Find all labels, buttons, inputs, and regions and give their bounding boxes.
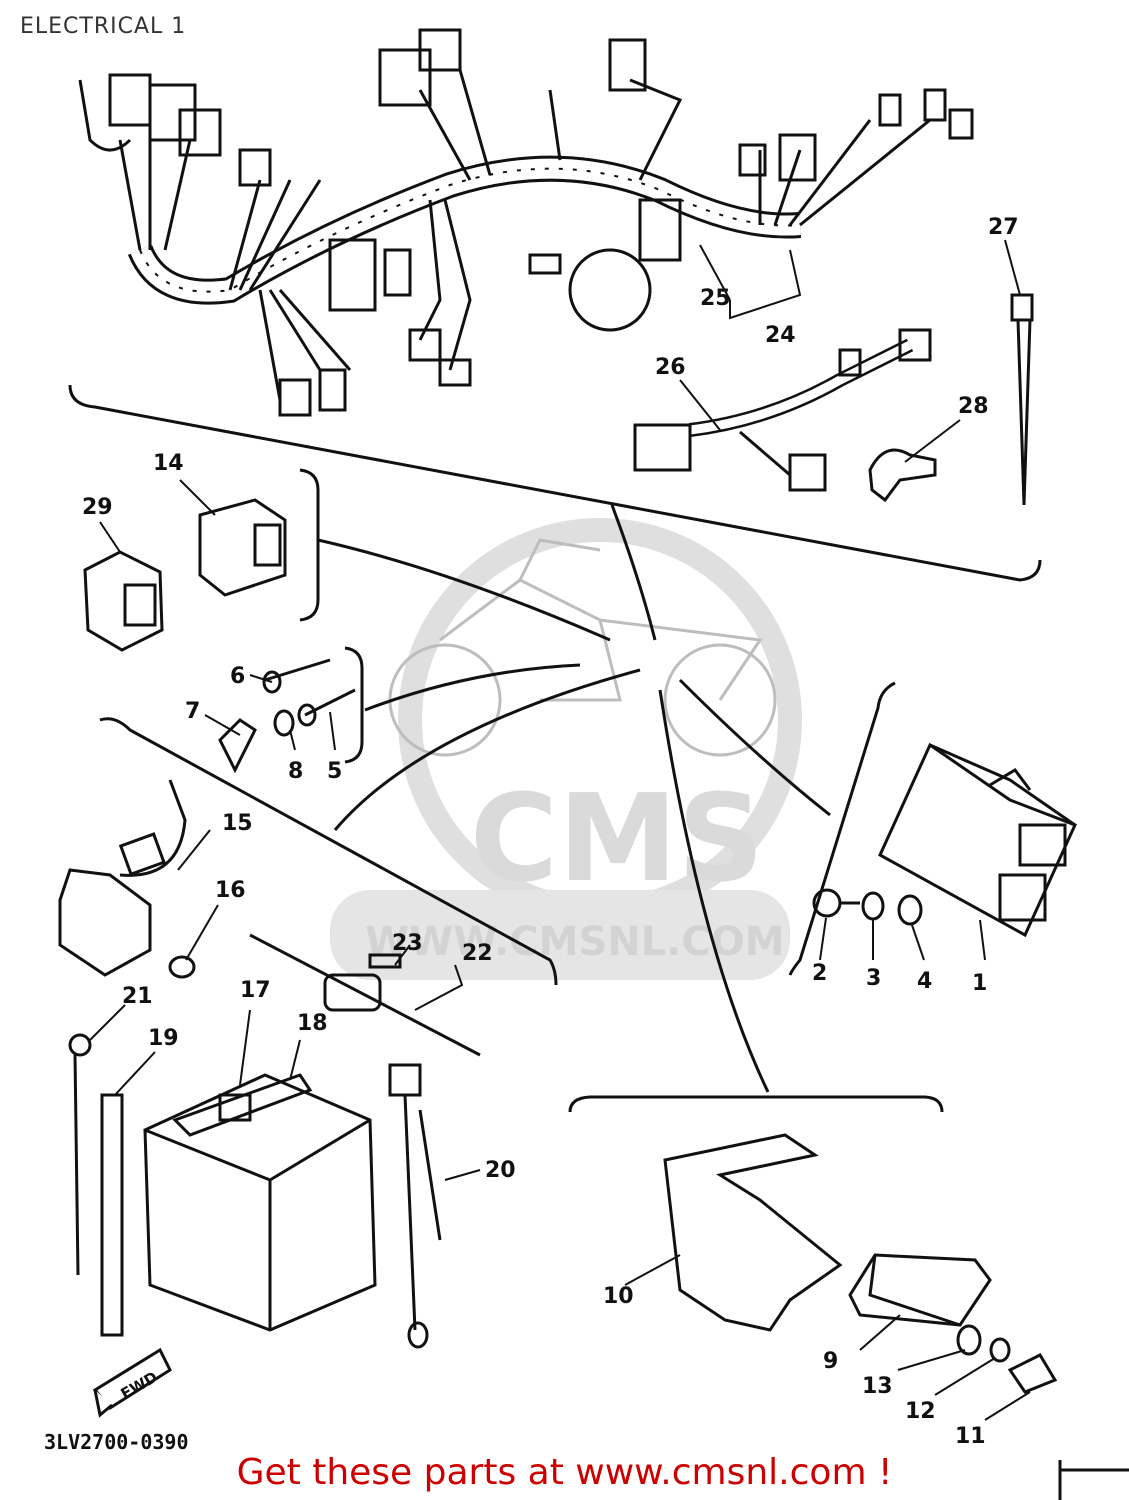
callout-labels: 1 2 3 4 5 6 7 8 9 10 11 12 13 14 15 16 1… bbox=[82, 215, 1019, 1449]
cms-shop-link[interactable]: Get these parts at www.cmsnl.com ! bbox=[236, 1452, 893, 1493]
callout-5: 5 bbox=[327, 759, 342, 784]
group-leader-lines bbox=[317, 504, 831, 1093]
callout-28: 28 bbox=[958, 394, 989, 419]
callout-14: 14 bbox=[153, 451, 184, 476]
sub-harness bbox=[633, 328, 932, 492]
neutral-switch bbox=[249, 933, 481, 1057]
diagram-part-code: 3LV2700-0390 bbox=[44, 1430, 189, 1454]
callout-17: 17 bbox=[240, 978, 271, 1003]
watermark-url: WWW.CMSNL.COM bbox=[365, 919, 785, 965]
wire-lead-20 bbox=[388, 1063, 442, 1349]
callout-25: 25 bbox=[700, 286, 731, 311]
callout-leaders bbox=[87, 239, 1031, 1421]
callout-10: 10 bbox=[603, 1284, 634, 1309]
callout-7: 7 bbox=[185, 699, 200, 724]
battery-leads bbox=[68, 1033, 124, 1337]
fasteners-2-4 bbox=[812, 888, 923, 926]
callout-26: 26 bbox=[655, 355, 686, 380]
clamp bbox=[868, 448, 937, 503]
callout-4: 4 bbox=[917, 969, 932, 994]
cable-tie bbox=[1010, 293, 1034, 506]
callout-2: 2 bbox=[812, 961, 827, 986]
relay-units bbox=[83, 498, 287, 652]
section-brackets bbox=[68, 384, 1129, 1500]
watermark-text: CMS bbox=[470, 770, 764, 909]
callout-15: 15 bbox=[222, 811, 253, 836]
rectifier-bracket bbox=[663, 1133, 1058, 1394]
callout-1: 1 bbox=[972, 971, 987, 996]
callout-3: 3 bbox=[866, 966, 881, 991]
callout-29: 29 bbox=[82, 495, 113, 520]
callout-16: 16 bbox=[215, 878, 246, 903]
battery bbox=[143, 1073, 377, 1332]
callout-21: 21 bbox=[122, 984, 153, 1009]
callout-11: 11 bbox=[955, 1424, 986, 1449]
callout-8: 8 bbox=[288, 759, 303, 784]
callout-12: 12 bbox=[905, 1399, 936, 1424]
callout-23: 23 bbox=[392, 931, 423, 956]
motorcycle-outline-icon bbox=[388, 538, 777, 757]
callout-22: 22 bbox=[462, 941, 493, 966]
callout-19: 19 bbox=[148, 1026, 179, 1051]
starter-relay bbox=[58, 779, 196, 979]
fasteners-5-8 bbox=[218, 658, 356, 774]
cms-watermark: CMS WWW.CMSNL.COM bbox=[330, 518, 802, 980]
diagram-title: ELECTRICAL 1 bbox=[20, 14, 187, 39]
callout-20: 20 bbox=[485, 1158, 516, 1183]
callout-9: 9 bbox=[823, 1349, 838, 1374]
cdi-unit bbox=[878, 742, 1078, 938]
fwd-arrow-icon bbox=[92, 1347, 172, 1418]
callout-27: 27 bbox=[988, 215, 1019, 240]
callout-24: 24 bbox=[765, 323, 796, 348]
callout-18: 18 bbox=[297, 1011, 328, 1036]
wire-harness bbox=[78, 28, 974, 417]
callout-6: 6 bbox=[230, 664, 245, 689]
callout-13: 13 bbox=[862, 1374, 893, 1399]
